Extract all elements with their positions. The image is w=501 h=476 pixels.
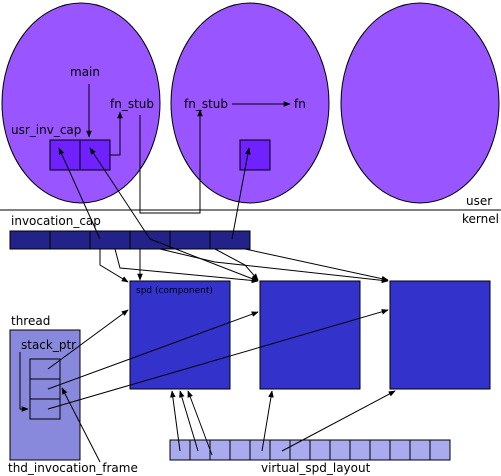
thd-invocation-frame-2 <box>29 378 61 400</box>
fn-label: fn <box>294 97 306 111</box>
thd-invocation-frame-label: thd_invocation_frame <box>8 461 138 475</box>
thread-box <box>9 329 81 461</box>
fn-stub-right-label: fn_stub <box>184 97 228 111</box>
cap-1-link <box>58 147 101 240</box>
cap-to-spd3-b <box>244 248 389 282</box>
layout-to-spd1-b <box>179 390 199 452</box>
spd-component-1 <box>129 280 231 390</box>
cap-to-spd3 <box>159 248 389 284</box>
cap-to-fn-stub-arrow <box>110 111 123 156</box>
thread-label: thread <box>11 314 50 328</box>
spd-component-3 <box>389 280 491 390</box>
user-label: user <box>466 194 492 208</box>
cap-to-spd2-a <box>114 248 259 284</box>
thd-invocation-frame-pointer <box>61 387 101 463</box>
user-component-3 <box>340 2 500 204</box>
virtual-spd-layout-label: virtual_spd_layout <box>261 461 371 475</box>
cap-to-spd1-a <box>99 249 129 283</box>
cap-fn-link <box>231 147 251 240</box>
stack-ptr-label: stack_ptr <box>21 338 76 352</box>
frame-2-to-spd2 <box>47 311 259 390</box>
usr-inv-cap-entry-2 <box>79 139 111 171</box>
spd-component-2 <box>259 280 361 390</box>
layout-to-spd3 <box>281 390 396 452</box>
thd-invocation-frame-3 <box>29 398 61 420</box>
layout-to-spd1-c <box>187 390 213 456</box>
kernel-label: kernel <box>462 212 499 226</box>
stack-ptr-arrow <box>19 352 29 412</box>
cap-to-spd2-b <box>149 238 259 282</box>
invocation-cap-label: invocation_cap <box>11 214 101 228</box>
usr-inv-cap-label: usr_inv_cap <box>11 123 81 137</box>
usr-inv-cap-entry-1 <box>49 139 81 171</box>
layout-to-spd2 <box>261 390 274 452</box>
user-component-2 <box>170 2 330 204</box>
usr-inv-cap-entry-fn <box>239 139 271 171</box>
thd-invocation-frame-1 <box>29 358 61 380</box>
frame-3-to-spd3 <box>47 309 389 410</box>
spd-component-label: spd (component) <box>136 286 213 296</box>
fn-stub-left-label: fn_stub <box>110 97 154 111</box>
cap-2-link <box>89 147 151 240</box>
syscall-path <box>139 110 201 214</box>
virtual-spd-layout-table <box>169 439 451 461</box>
frame-1-to-spd1 <box>47 309 129 370</box>
invocation-cap-table <box>9 230 251 250</box>
layout-to-spd1-a <box>170 390 181 452</box>
main-label: main <box>70 65 100 79</box>
